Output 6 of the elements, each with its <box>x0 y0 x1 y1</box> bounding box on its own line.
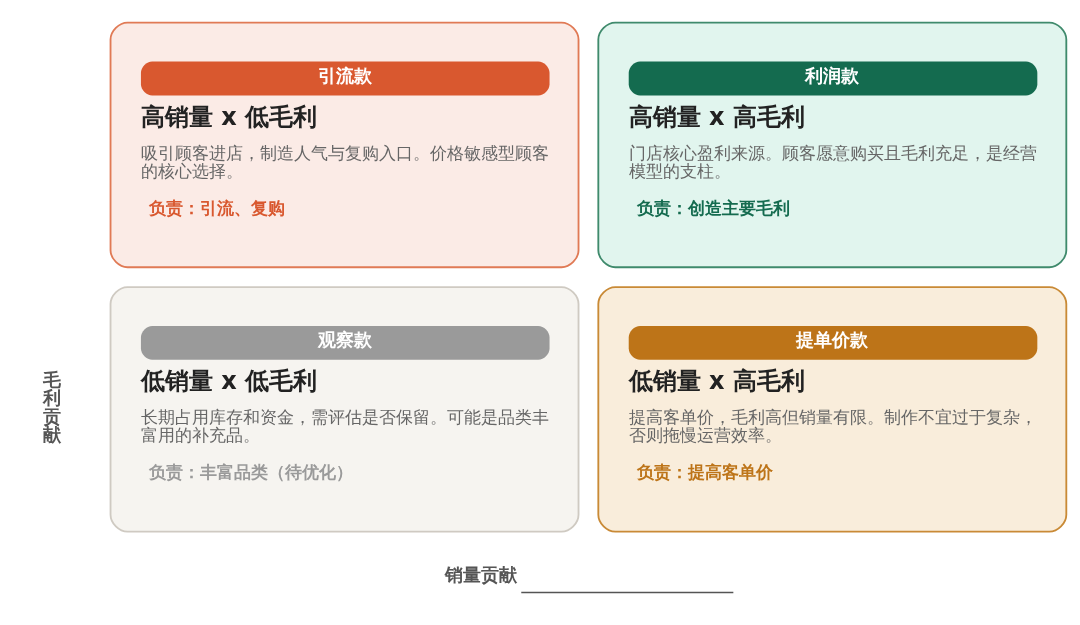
node-box: 观察款 低销量 x 低毛利 长期占用库存和资金，需评估是否保留。可能是品类丰富用的补充品。 负责：丰富品类（待优化） <box>109 286 580 533</box>
node-box: 利润款 高销量 x 高毛利 门店核心盈利来源。顾客愿意购买且毛利充足，是经营模型的支柱。 负责：创造主要毛利 <box>597 21 1068 269</box>
label: 毛利贡献 <box>42 368 61 446</box>
node-box: 引流款 高销量 x 低毛利 吸引顾客进店，制造人气与复购入口。价格敏感型顾客的核心选择。 负责：引流、复购 <box>109 21 580 269</box>
label: 销量贡献 <box>444 563 517 585</box>
node-box: 提单价款 低销量 x 高毛利 提高客单价，毛利高但销量有限。制作不宜过于复杂，否则拖慢运营效率。 负责：提高客单价 <box>597 286 1068 533</box>
